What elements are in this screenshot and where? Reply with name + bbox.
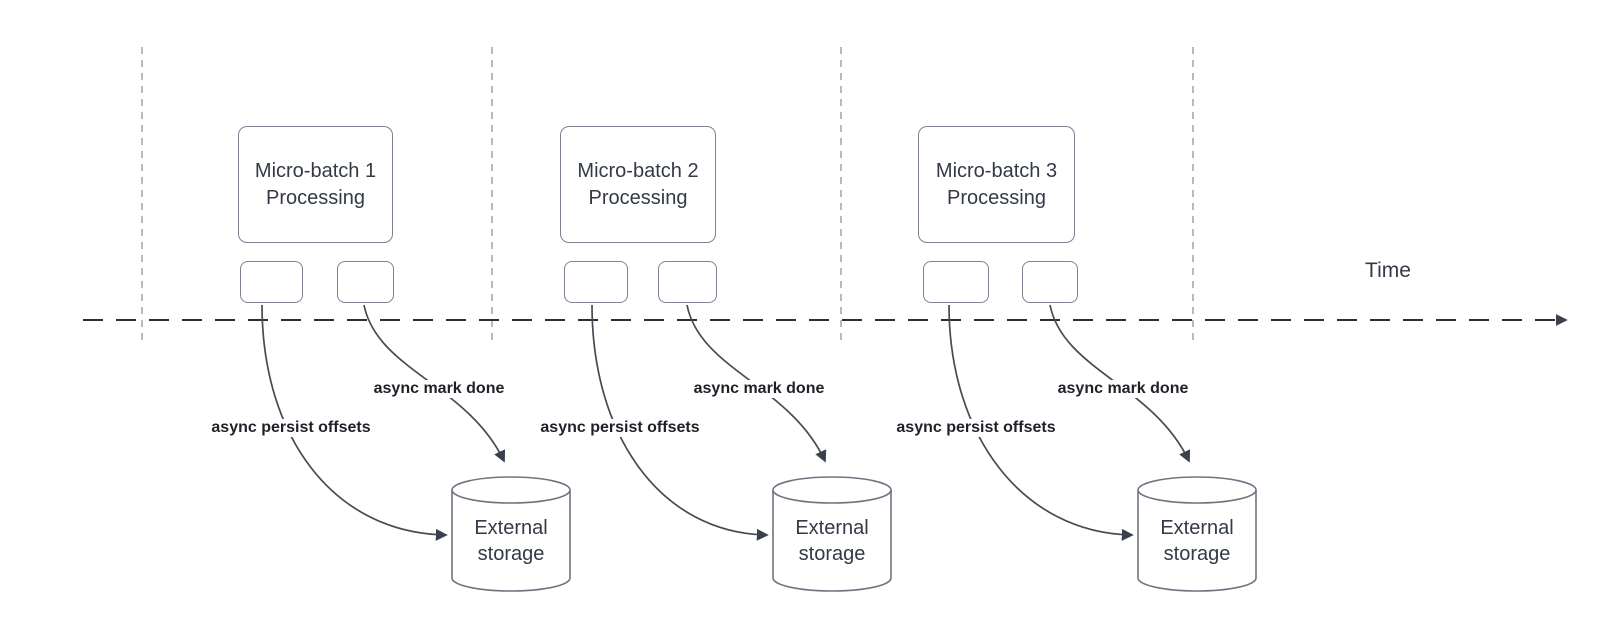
async-mark-done-label-3: async mark done	[1054, 380, 1192, 398]
micro-batch-3-persist-task-box	[923, 261, 989, 303]
micro-batch-2-title-line1: Micro-batch 2	[577, 159, 699, 182]
async-persist-offsets-label-1: async persist offsets	[208, 419, 374, 437]
async-mark-done-arrow-2	[686, 304, 827, 463]
micro-batch-1-title-line1: Micro-batch 1	[254, 159, 377, 182]
async-mark-done-label-2: async mark done	[690, 380, 828, 398]
micro-batch-2-persist-task-box	[564, 261, 628, 303]
micro-batch-3-title-line1: Micro-batch 3	[935, 159, 1058, 182]
external-storage-label-2: External storage	[795, 517, 869, 565]
external-storage-label-3: External storage	[1160, 517, 1234, 565]
time-axis-label: Time	[1365, 259, 1411, 282]
micro-batch-1-mark-done-task-box	[337, 261, 394, 303]
micro-batch-3-title-line2: Processing	[947, 186, 1046, 209]
external-storage-label-1: External storage	[474, 517, 548, 565]
micro-batch-3-processing-box: Micro-batch 3 Processing	[918, 126, 1075, 243]
external-storage-cylinder-2	[772, 476, 892, 592]
external-storage-cylinder-1	[451, 476, 571, 592]
async-persist-offsets-arrow-1	[261, 304, 448, 541]
micro-batch-2-processing-box: Micro-batch 2 Processing	[560, 126, 716, 243]
micro-batch-1-persist-task-box	[240, 261, 303, 303]
external-storage-cylinder-3	[1137, 476, 1257, 592]
async-persist-offsets-label-2: async persist offsets	[537, 419, 703, 437]
async-persist-offsets-arrow-3	[948, 304, 1134, 541]
async-mark-done-label-1: async mark done	[370, 380, 508, 398]
async-persist-offsets-label-3: async persist offsets	[893, 419, 1059, 437]
micro-batch-3-mark-done-task-box	[1022, 261, 1078, 303]
micro-batch-1-title-line2: Processing	[266, 186, 365, 209]
micro-batch-2-mark-done-task-box	[658, 261, 717, 303]
micro-batch-1-processing-box: Micro-batch 1 Processing	[238, 126, 393, 243]
async-mark-done-arrow-3	[1049, 304, 1191, 463]
micro-batch-2-title-line2: Processing	[588, 186, 688, 209]
async-persist-offsets-arrow-2	[591, 304, 769, 541]
async-mark-done-arrow-1	[363, 304, 506, 463]
